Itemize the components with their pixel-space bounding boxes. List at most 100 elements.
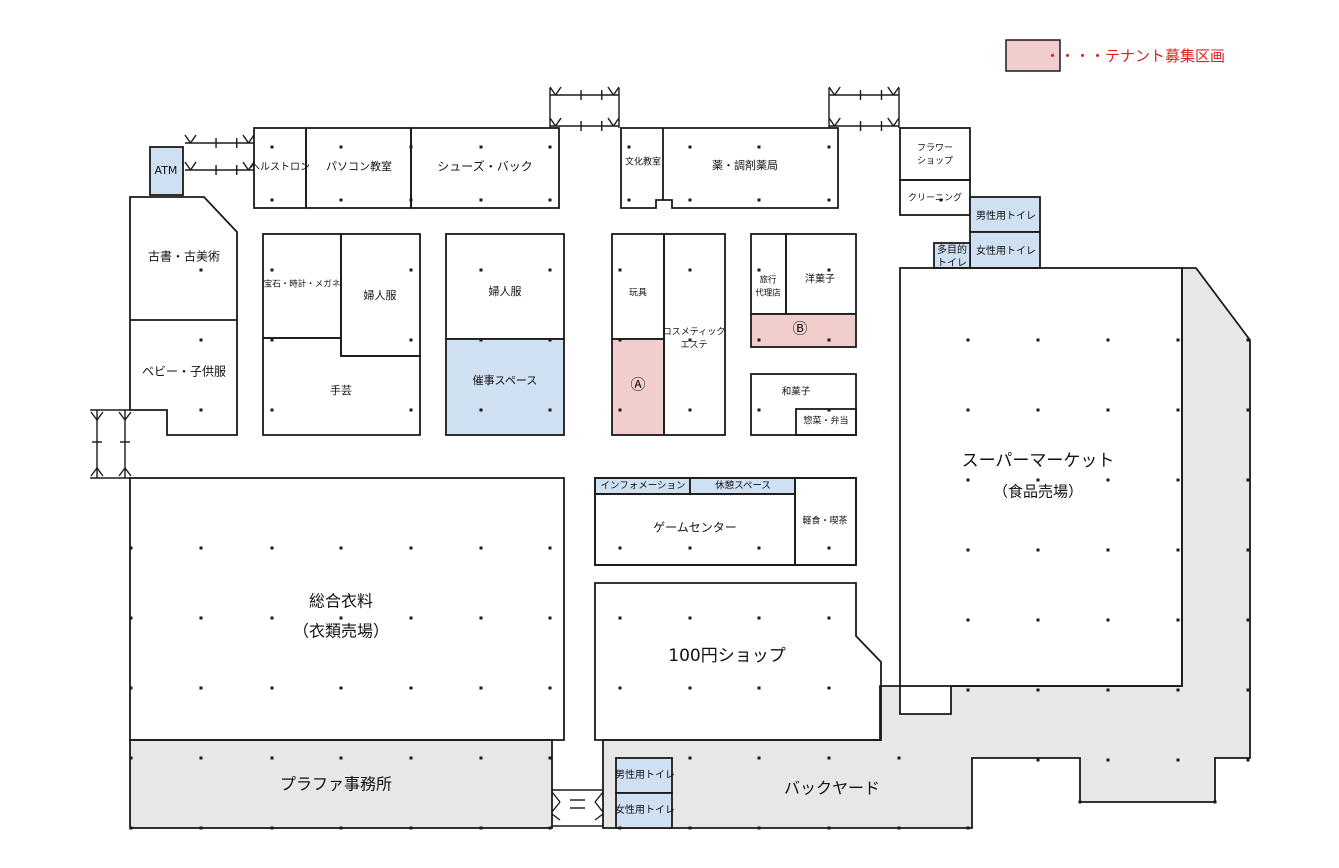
column-marker — [548, 198, 552, 202]
column-marker — [548, 408, 552, 412]
label-cleaning: クリーニング — [908, 192, 962, 204]
column-marker — [199, 546, 203, 550]
column-marker — [1213, 800, 1217, 804]
label-game-center: ゲームセンター — [653, 521, 737, 535]
column-marker — [827, 616, 831, 620]
column-marker — [479, 268, 483, 272]
entrance-bottom-stroke — [551, 801, 561, 813]
column-marker — [757, 145, 761, 149]
entrance-top-right-1-stroke — [828, 86, 836, 96]
label-mens-wc-lower: 男性用トイレ — [615, 768, 675, 781]
column-marker — [1036, 688, 1040, 692]
column-marker — [939, 198, 943, 202]
entrance-top-left-1-stroke — [242, 134, 250, 144]
column-marker — [199, 338, 203, 342]
entrance-top-center-1-stroke — [549, 86, 557, 96]
column-marker — [548, 546, 552, 550]
general-clothing-room — [129, 477, 565, 741]
label-multi-wc-2: トイレ — [937, 258, 967, 269]
label-vacant-b: Ⓑ — [792, 320, 807, 338]
column-marker — [1176, 478, 1180, 482]
column-marker — [827, 268, 831, 272]
column-marker — [1106, 688, 1110, 692]
column-marker — [479, 408, 483, 412]
entrance-bottom — [551, 789, 604, 827]
entrance-bottom-stroke — [594, 813, 604, 821]
column-marker — [479, 546, 483, 550]
column-marker — [827, 198, 831, 202]
entrance-left-stroke — [90, 467, 98, 477]
label-deli: 惣菜・弁当 — [803, 415, 848, 427]
label-shoes-bag: シューズ・バック — [437, 159, 532, 174]
column-marker — [827, 145, 831, 149]
column-marker — [757, 826, 761, 830]
entrance-top-left-2 — [184, 161, 255, 175]
column-marker — [688, 408, 692, 412]
entrance-top-right-1 — [828, 86, 900, 100]
entrance-top-right-2-stroke — [892, 117, 900, 127]
entrance-bottom-stroke — [551, 791, 561, 803]
column-marker — [897, 826, 901, 830]
entrance-top-right-2-stroke — [834, 117, 841, 127]
label-mens-wc-upper: 男性用トイレ — [976, 209, 1036, 222]
game-center-outline — [594, 477, 857, 566]
column-marker — [1106, 618, 1110, 622]
column-marker — [757, 338, 761, 342]
label-pc-class: パソコン教室 — [326, 159, 392, 173]
entrance-left-stroke — [118, 467, 126, 477]
entrance-top-center-1-stroke — [612, 86, 620, 96]
entrance-top-right-1-stroke — [887, 86, 894, 96]
column-marker — [270, 616, 274, 620]
label-baby-kids: ベビー・子供服 — [142, 365, 226, 379]
entrance-top-center-1-stroke — [554, 86, 562, 96]
label-cosmetics-2: エステ — [680, 340, 707, 351]
column-marker — [199, 756, 203, 760]
column-marker — [479, 826, 483, 830]
column-marker — [757, 686, 761, 690]
column-marker — [827, 756, 831, 760]
label-handicraft: 手芸 — [330, 383, 352, 397]
entrance-left-stroke — [96, 411, 104, 421]
column-marker — [827, 686, 831, 690]
column-marker — [339, 616, 343, 620]
label-womens-wear-1: 婦人服 — [364, 288, 397, 302]
handicraft-room — [262, 337, 421, 436]
column-marker — [1246, 338, 1250, 342]
column-marker — [627, 145, 631, 149]
column-marker — [339, 198, 343, 202]
label-event-space: 催事スペース — [473, 373, 538, 387]
event-space-room — [445, 338, 565, 436]
column-marker — [688, 198, 692, 202]
column-marker — [1036, 338, 1040, 342]
column-marker — [479, 756, 483, 760]
entrance-top-left-1-stroke — [189, 134, 197, 144]
column-marker — [409, 546, 413, 550]
entrance-left — [90, 409, 132, 479]
column-marker — [548, 145, 552, 149]
column-marker — [339, 546, 343, 550]
column-marker — [409, 756, 413, 760]
column-marker — [618, 546, 622, 550]
column-marker — [479, 198, 483, 202]
womens-wc-lower — [615, 792, 673, 829]
hundred-yen-room — [594, 582, 882, 741]
legend-text: ・・・・テナント募集区画 — [1045, 47, 1225, 65]
entrance-top-left-2-stroke — [247, 161, 255, 171]
column-marker — [966, 408, 970, 412]
column-marker — [270, 826, 274, 830]
column-marker — [757, 616, 761, 620]
entrance-top-left-2-stroke — [189, 161, 197, 171]
column-marker — [129, 826, 133, 830]
column-marker — [1176, 548, 1180, 552]
column-marker — [897, 756, 901, 760]
column-marker — [129, 616, 133, 620]
column-marker — [270, 338, 274, 342]
label-flower-2: ショップ — [917, 156, 953, 167]
column-marker — [966, 548, 970, 552]
column-marker — [1078, 800, 1082, 804]
label-culture: 文化教室 — [625, 156, 661, 168]
label-vacant-a: Ⓐ — [630, 376, 645, 394]
entrance-top-left-1-stroke — [184, 134, 192, 144]
column-marker — [688, 546, 692, 550]
